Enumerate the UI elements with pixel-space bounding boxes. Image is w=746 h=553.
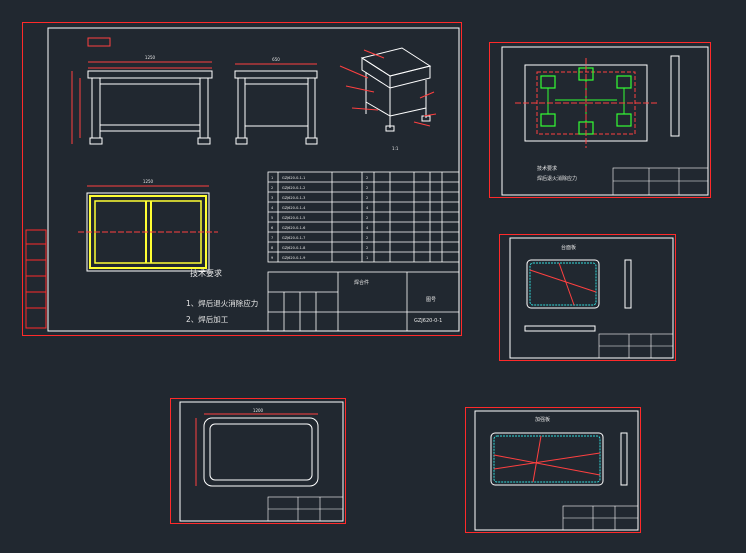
tech-requirements-heading: 技术要求 <box>190 268 222 278</box>
bom-code: GZJ620-0-1-7 <box>282 236 305 240</box>
bill-of-materials <box>267 171 460 263</box>
part-name: 焊合件 <box>354 279 369 286</box>
bom-code: GZJ620-0-1-6 <box>282 226 305 230</box>
bom-code: GZJ620-0-1-3 <box>282 196 305 200</box>
side-view <box>234 63 318 145</box>
side-width-dim: 650 <box>272 57 280 62</box>
bom-qty: 1 <box>366 256 368 260</box>
plate-drawing <box>515 55 680 148</box>
bom-qty: 2 <box>366 186 368 190</box>
sheet-b-note-2: 焊后退火消除应力 <box>537 175 577 182</box>
bom-code: GZJ620-0-1-2 <box>282 186 305 190</box>
datum-box <box>87 37 111 47</box>
front-width-dim: 1250 <box>145 55 156 60</box>
title-block <box>598 333 674 359</box>
bom-no: 8 <box>271 246 273 250</box>
bom-code: GZJ620-0-1-5 <box>282 216 305 220</box>
bom-no: 9 <box>271 256 273 260</box>
main-drawing-sheet: 1250 650 1:1 <box>22 22 462 336</box>
bom-qty: 2 <box>366 236 368 240</box>
material-label: 图号 <box>426 297 436 303</box>
drawing-sheet-c: 台面板 <box>499 234 676 361</box>
bom-no: 4 <box>271 206 274 210</box>
iso-scale-label: 1:1 <box>392 146 399 151</box>
bom-qty: 2 <box>366 216 368 220</box>
title-block <box>267 271 460 332</box>
bom-qty: 2 <box>366 246 368 250</box>
drawing-sheet-b: 技术要求 焊后退火消除应力 <box>489 42 711 198</box>
bom-code: GZJ620-0-1-9 <box>282 256 305 260</box>
sheet-c-title: 台面板 <box>561 244 576 251</box>
bom-qty: 4 <box>366 226 369 230</box>
title-block <box>612 167 709 196</box>
plate-drawing <box>490 432 628 486</box>
title-block <box>562 505 639 531</box>
panel-drawing <box>524 259 632 332</box>
bom-code: GZJ620-0-1-8 <box>282 246 305 250</box>
plan-view <box>78 185 218 272</box>
bom-qty: 4 <box>366 206 369 210</box>
plan-width-dim: 1250 <box>143 179 154 184</box>
title-block <box>267 496 344 522</box>
bom-qty: 2 <box>366 196 368 200</box>
bom-code: GZJ620-0-1-4 <box>282 206 306 210</box>
drawing-sheet-e: 加强板 <box>465 407 641 533</box>
bom-code: GZJ620-0-1-1 <box>282 176 305 180</box>
bom-no: 6 <box>271 226 273 230</box>
tech-req-item-2: 2、焊后加工 <box>186 314 229 324</box>
drawing-number: GZJ620-0-1 <box>414 318 442 324</box>
bom-no: 5 <box>271 216 273 220</box>
sheet-b-note-1: 技术要求 <box>537 165 557 172</box>
drawing-sheet-d: 1200 <box>170 398 346 524</box>
side-label-strip <box>25 229 47 329</box>
iso-leaders <box>339 49 437 127</box>
bom-no: 2 <box>271 186 273 190</box>
tech-req-item-1: 1、焊后退火消除应力 <box>186 298 258 308</box>
front-view <box>71 61 213 145</box>
bom-no: 3 <box>271 196 273 200</box>
sheet-e-title: 加强板 <box>535 416 550 423</box>
bom-text: 1 GZJ620-0-1-1 2 2 GZJ620-0-1-2 2 3 GZJ6… <box>271 176 369 260</box>
isometric-view <box>360 47 432 132</box>
frame-drawing <box>195 413 319 487</box>
bom-qty: 2 <box>366 176 368 180</box>
bom-no: 1 <box>271 176 273 180</box>
bom-no: 7 <box>271 236 273 240</box>
sheet-d-dim: 1200 <box>253 408 264 413</box>
